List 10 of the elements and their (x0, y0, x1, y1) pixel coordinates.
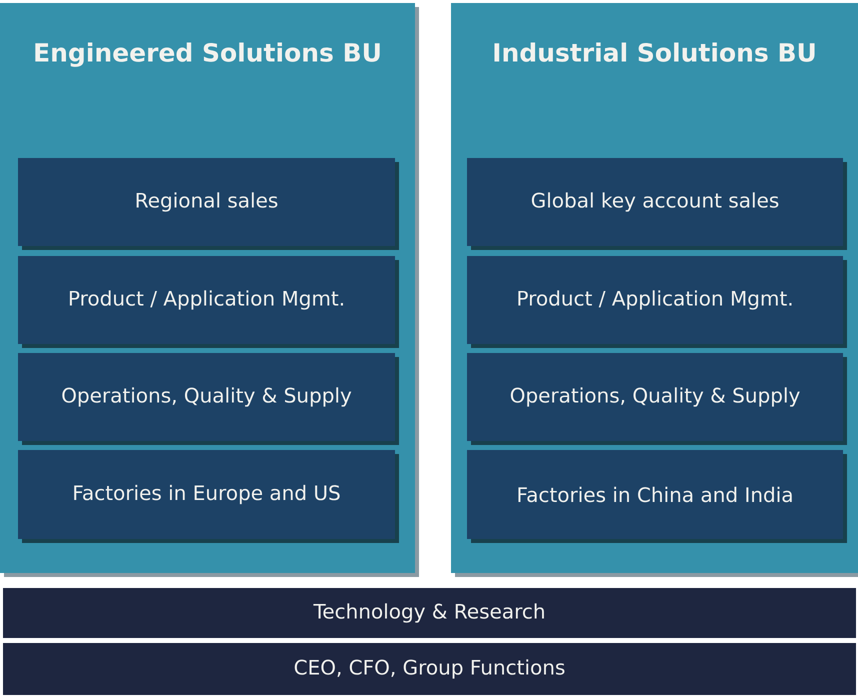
function-box: Regional sales (18, 158, 399, 250)
function-box: Operations, Quality & Supply (18, 353, 399, 445)
layer-bar: CEO, CFO, Group Functions (3, 643, 856, 695)
function-box: Operations, Quality & Supply (467, 353, 847, 445)
function-box: Factories in China and India (467, 450, 847, 543)
function-box: Factories in Europe and US (18, 450, 399, 543)
function-box: Product / Application Mgmt. (18, 256, 399, 348)
layer-bar: Technology & Research (3, 588, 856, 638)
function-box: Product / Application Mgmt. (467, 256, 847, 348)
function-box: Global key account sales (467, 158, 847, 250)
